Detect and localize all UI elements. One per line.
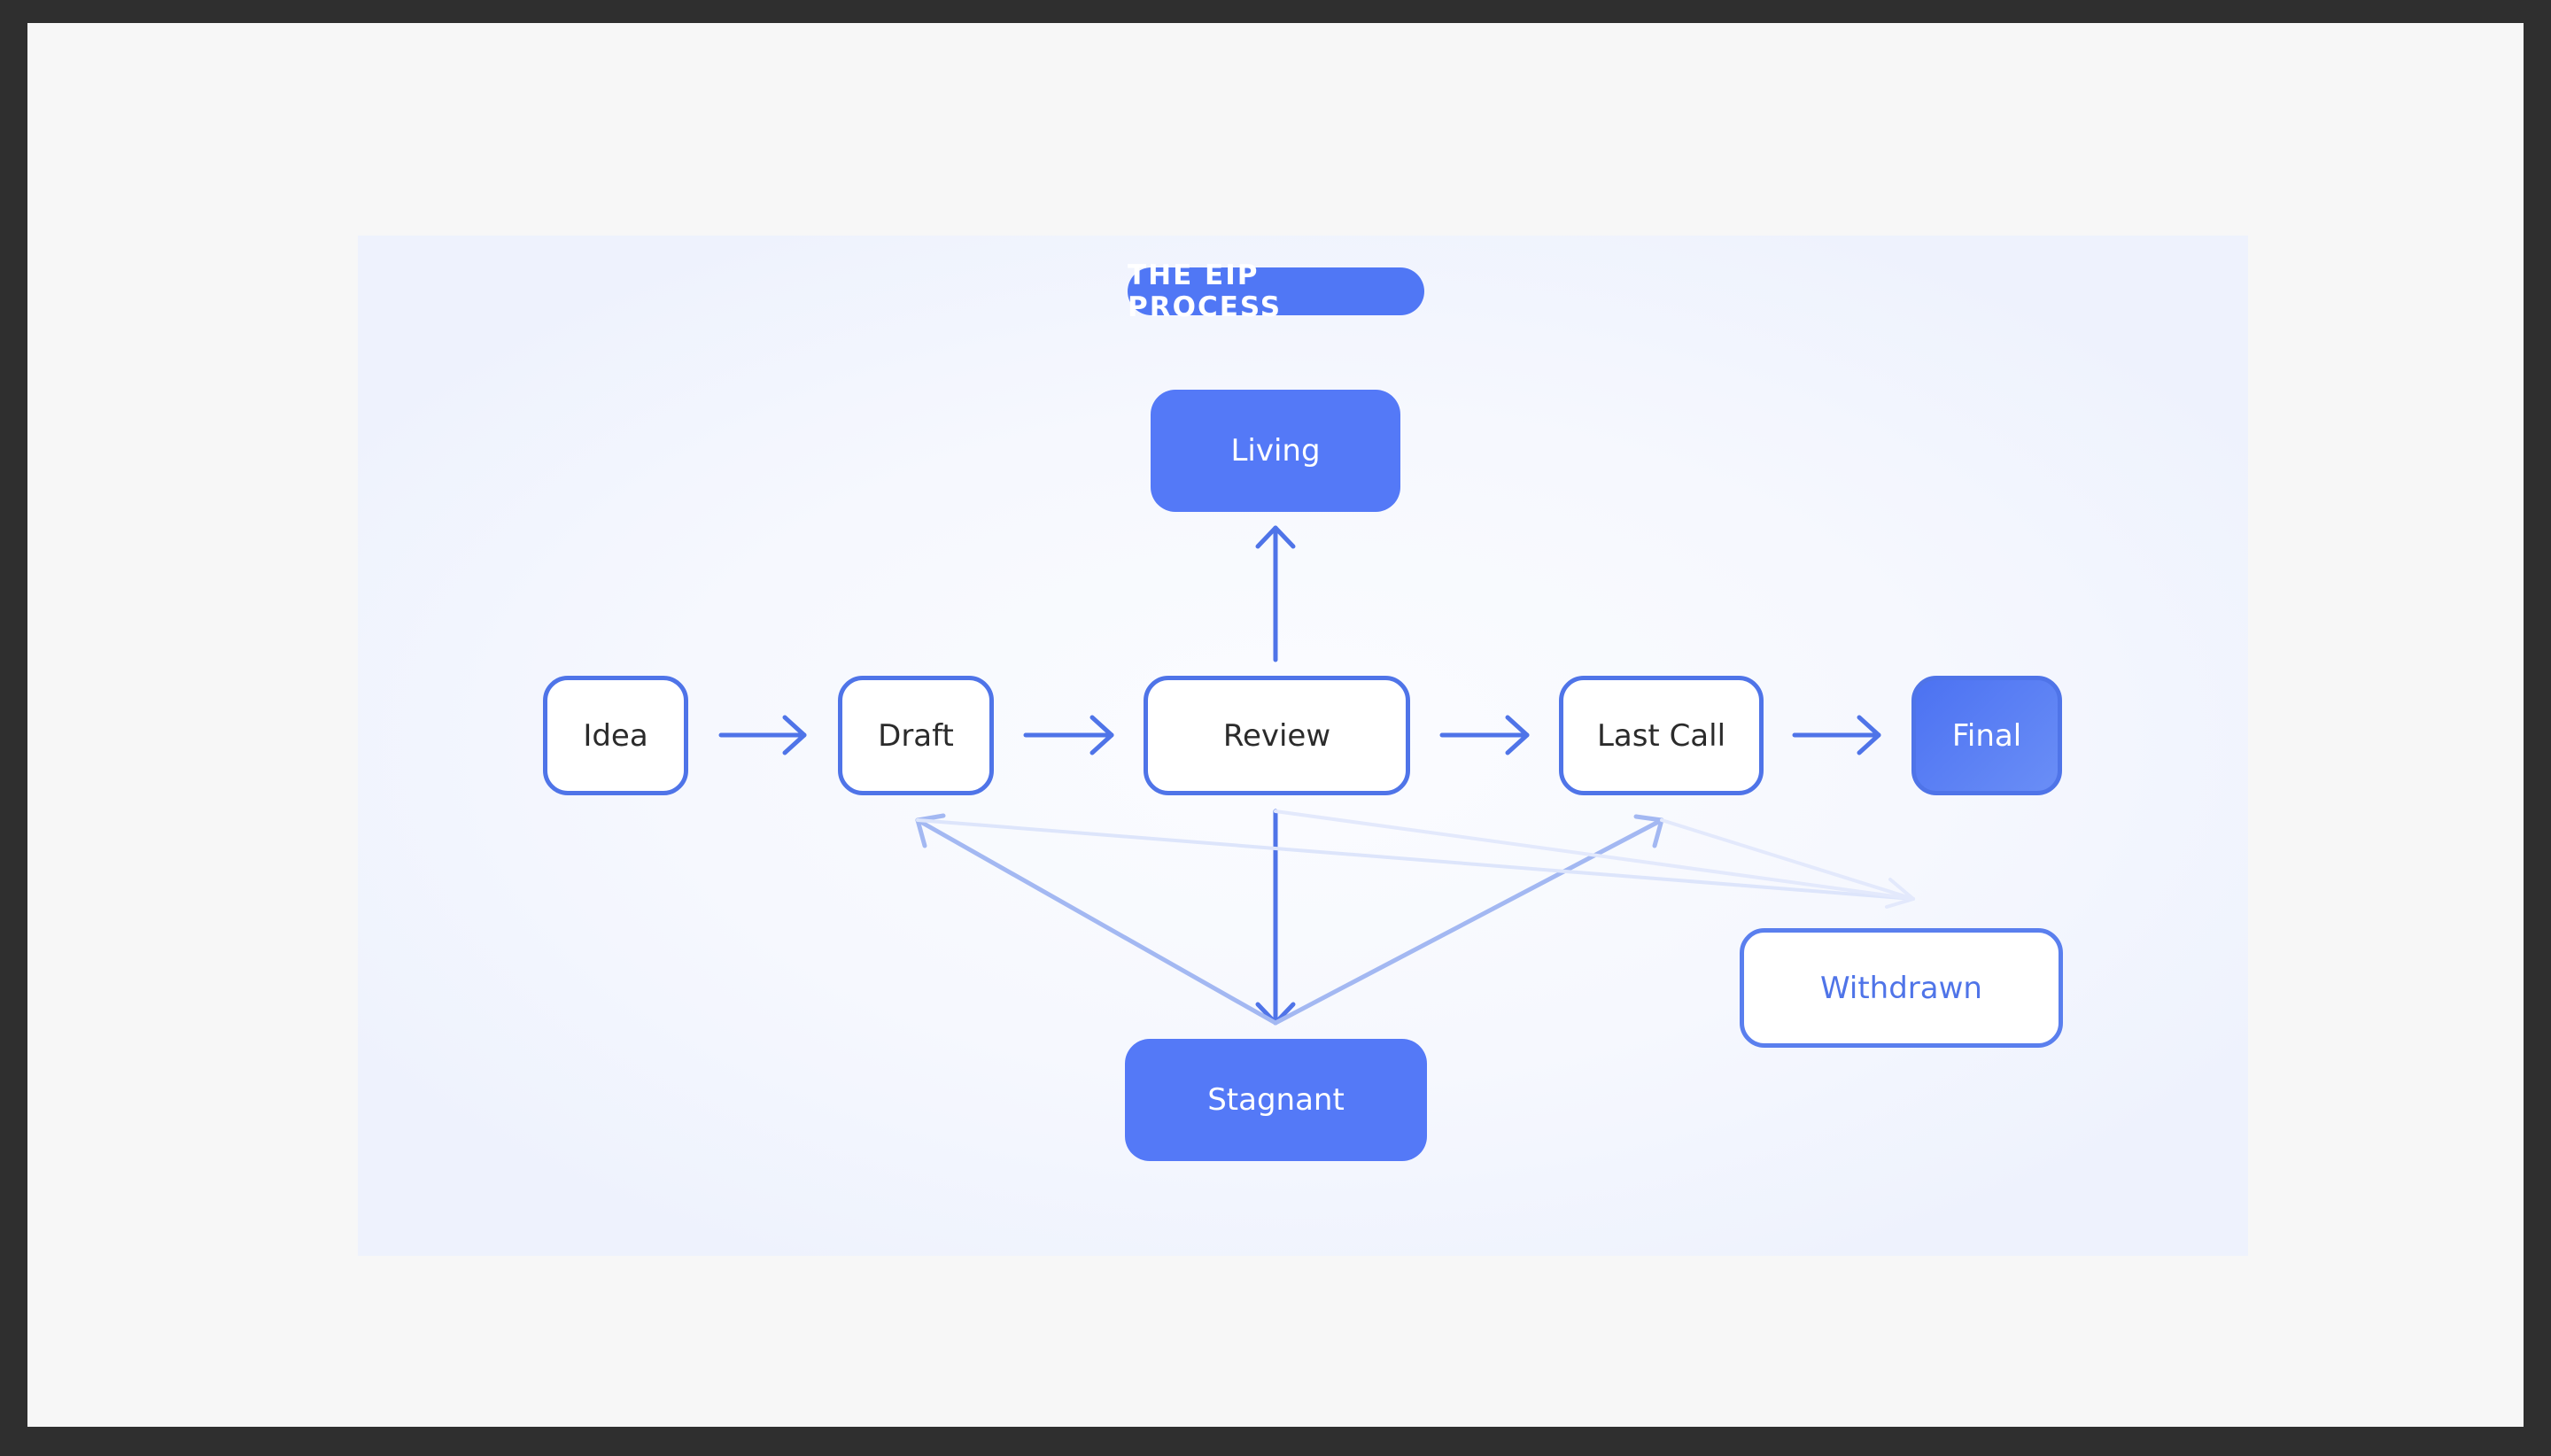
arrow-stagnant-to-last-call [1273, 814, 1664, 1026]
arrow-draft-to-review [1023, 715, 1114, 755]
arrow-review-to-living [1255, 525, 1296, 662]
node-stagnant: Stagnant [1125, 1039, 1427, 1161]
arrow-idea-to-draft [718, 715, 807, 755]
diagram-title-badge: THE EIP PROCESS [1128, 259, 1424, 323]
arrow-draft-to-withdrawn [916, 818, 1915, 901]
arrow-review-to-stagnant [1255, 809, 1296, 1026]
arrow-stagnant-to-draft [915, 813, 1278, 1026]
node-idea: Idea [543, 676, 688, 795]
node-draft: Draft [838, 676, 994, 795]
node-final: Final [1911, 676, 2062, 795]
node-living: Living [1151, 390, 1400, 512]
node-withdrawn: Withdrawn [1740, 928, 2063, 1048]
node-review: Review [1144, 676, 1410, 795]
arrow-review-to-withdrawn [1274, 809, 1915, 901]
arrow-review-to-last-call [1439, 715, 1530, 755]
node-last-call: Last Call [1559, 676, 1764, 795]
arrow-last-call-to-final [1792, 715, 1881, 755]
arrow-last-call-to-withdrawn [1660, 818, 1915, 909]
